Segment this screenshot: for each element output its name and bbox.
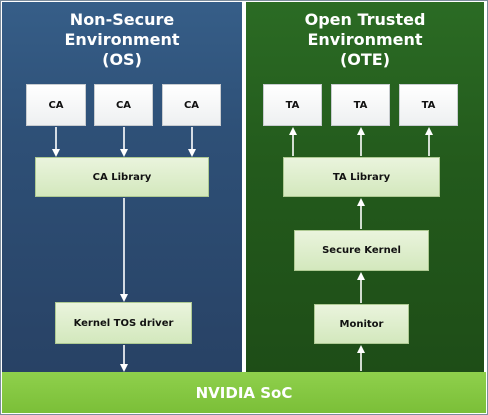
secure-kernel-box: Secure Kernel [294, 230, 429, 271]
trusted-title-line-3: (OTE) [339, 50, 391, 69]
kernel-tos-driver-box: Kernel TOS driver [55, 302, 192, 344]
trusted-title: Open Trusted Environment (OTE) [246, 10, 484, 70]
monitor-box: Monitor [314, 304, 409, 344]
non-secure-title-line-1: Non-Secure [69, 10, 175, 29]
trusted-title-line-1: Open Trusted [304, 10, 426, 29]
ca-box-2: CA [94, 84, 153, 126]
non-secure-title: Non-Secure Environment (OS) [2, 10, 242, 70]
ta-library-box: TA Library [283, 157, 440, 197]
ta-box-1: TA [263, 84, 322, 126]
ca-library-box: CA Library [35, 157, 209, 197]
non-secure-title-line-3: (OS) [102, 50, 142, 69]
ta-box-3: TA [399, 84, 458, 126]
ta-box-2: TA [331, 84, 390, 126]
non-secure-title-line-2: Environment [64, 30, 180, 49]
ca-box-3: CA [162, 84, 221, 126]
nvidia-soc-bar: NVIDIA SoC [2, 372, 486, 413]
ca-box-1: CA [26, 84, 86, 126]
trusted-title-line-2: Environment [307, 30, 423, 49]
